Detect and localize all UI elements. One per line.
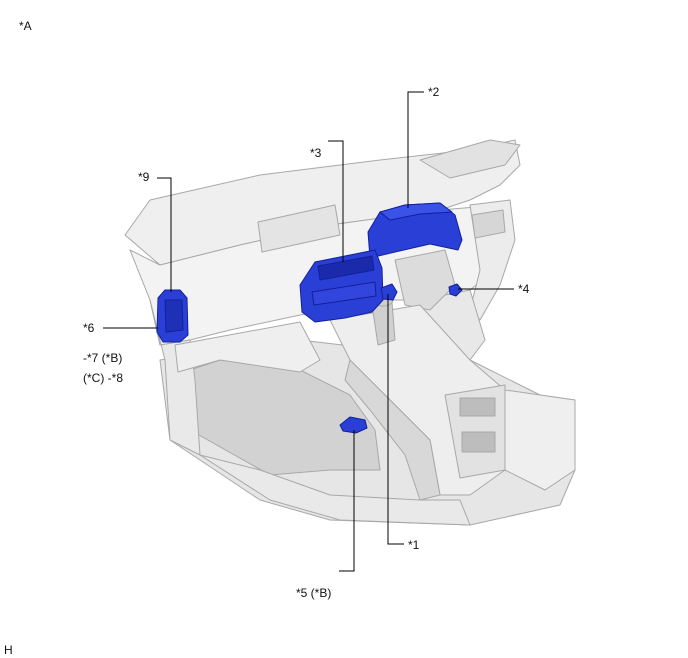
left-ecu-face — [164, 299, 184, 333]
center-panel-vents — [317, 255, 375, 281]
switch-unit — [380, 283, 398, 301]
callout-5: *5 (*B) — [296, 586, 331, 600]
callout-7: -*7 (*B) — [83, 351, 122, 365]
footer-label: H — [4, 643, 13, 657]
labels: *A *2 *3 *9 *4 *6 -*7 (*B) (*C) -*8 *1 *… — [4, 19, 530, 657]
rear-vent-lower — [461, 431, 496, 453]
leader-1 — [387, 294, 404, 545]
callout-9: *9 — [138, 170, 150, 184]
vehicle-interior-illustration — [124, 139, 576, 526]
callout-2: *2 — [428, 85, 440, 99]
dash-top-strip — [419, 139, 521, 179]
floor-sensor — [339, 416, 368, 434]
callout-6: *6 — [83, 321, 95, 335]
callout-8: (*C) -*8 — [83, 371, 123, 385]
center-panel-slots — [311, 281, 377, 306]
leader-lines — [103, 91, 514, 572]
corner-label: *A — [19, 19, 32, 33]
lower-floor — [199, 454, 471, 526]
combination-meter-top — [379, 202, 453, 221]
rear-vent-upper — [459, 397, 496, 417]
right-module — [448, 283, 463, 297]
callout-3: *3 — [310, 146, 322, 160]
center-display — [257, 204, 341, 253]
leader-9 — [157, 177, 172, 292]
steering-column — [394, 249, 456, 311]
driver-vent — [471, 209, 506, 239]
rear-floor — [504, 389, 576, 491]
callout-4: *4 — [518, 282, 530, 296]
glovebox — [174, 321, 321, 373]
highlighted-components — [156, 202, 463, 434]
leader-3 — [328, 140, 344, 262]
callout-1: *1 — [408, 538, 420, 552]
leader-5 — [339, 430, 355, 572]
passenger-side-panel — [149, 299, 201, 456]
leader-2 — [407, 91, 424, 208]
